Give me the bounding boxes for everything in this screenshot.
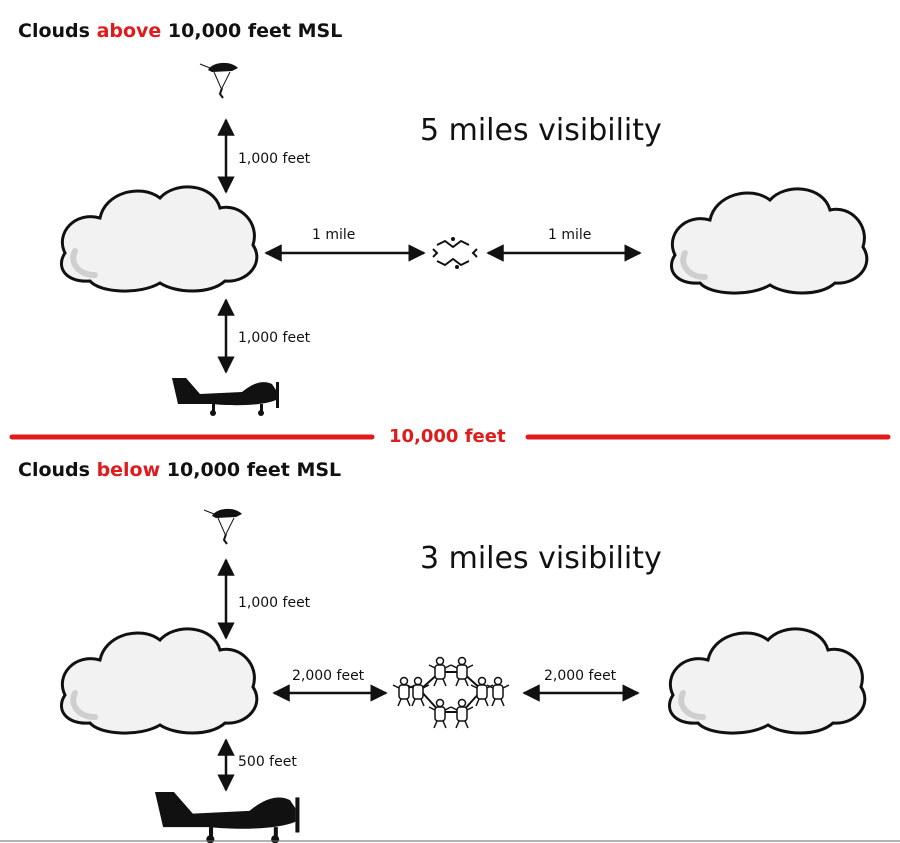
skydiver-formation-icon <box>432 237 478 269</box>
parachute-icon <box>199 61 239 99</box>
top-heading: Clouds above 10,000 feet MSL <box>18 20 343 42</box>
bottom-heading: Clouds below 10,000 feet MSL <box>18 459 342 481</box>
top-visibility-label: 5 miles visibility <box>420 113 662 148</box>
top-above-cloud-label: 1,000 feet <box>238 151 311 167</box>
altitude-divider-label: 10,000 feet <box>389 426 506 447</box>
airplane-icon <box>172 378 279 416</box>
cloud-icon <box>671 189 866 293</box>
skydiver-formation-icon <box>392 656 510 729</box>
airplane-icon <box>155 792 300 843</box>
parachute-icon <box>203 507 243 545</box>
cloud-icon <box>61 187 256 291</box>
top-horizontal-right-label: 1 mile <box>548 227 592 243</box>
top-below-cloud-label: 1,000 feet <box>238 330 311 346</box>
bottom-horizontal-right-label: 2,000 feet <box>544 668 617 684</box>
bottom-visibility-label: 3 miles visibility <box>420 541 662 576</box>
bottom-below-cloud-label: 500 feet <box>238 754 297 770</box>
cloud-icon <box>669 629 864 733</box>
bottom-horizontal-left-label: 2,000 feet <box>292 668 365 684</box>
bottom-above-cloud-label: 1,000 feet <box>238 595 311 611</box>
top-horizontal-left-label: 1 mile <box>312 227 356 243</box>
cloud-icon <box>61 629 256 733</box>
